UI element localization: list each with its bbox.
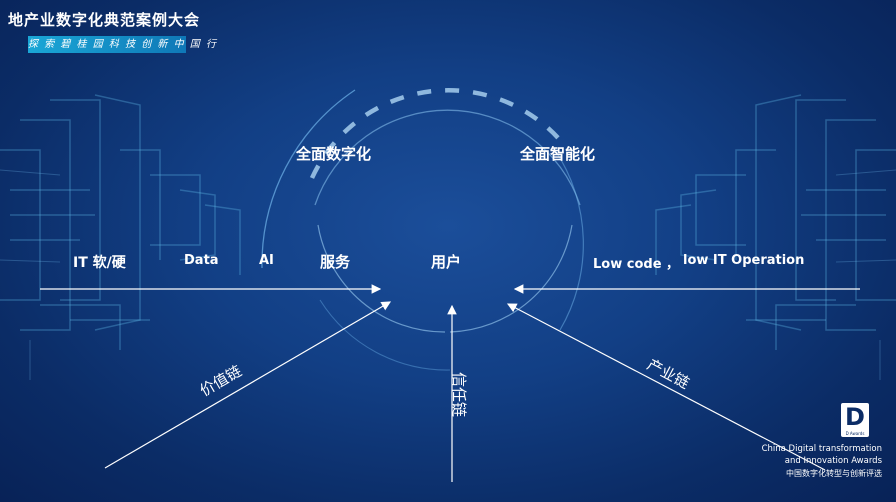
center-label-user: 用户 [431, 253, 462, 271]
awards-logo-caption: D Awards [845, 431, 865, 436]
dashed-top-arc [309, 88, 562, 179]
trust-chain-label: 信任链 [450, 371, 469, 418]
outer-arc-left [261, 89, 356, 269]
outer-arc-bottom [319, 299, 451, 371]
middle-arc [314, 109, 581, 206]
outer-arc-right [554, 149, 584, 331]
left-item-ai: AI [259, 253, 274, 268]
left-item-service: 服务 [320, 253, 351, 271]
awards-logo-letter: D [845, 403, 865, 431]
label-full-digitalization: 全面数字化 [296, 145, 372, 163]
awards-logo: D D Awards [841, 403, 869, 437]
left-item-data: Data [184, 253, 219, 268]
event-subtitle-banner: 探 索 碧 桂 园 科 技 创 新 中 国 行 [28, 36, 216, 53]
awards-name-cn: 中国数字化转型与创新评选 [786, 469, 882, 478]
industry-chain-arrow [506, 303, 826, 471]
awards-name-line1: China Digital transformation [761, 444, 882, 454]
right-item-low-it-operation: low IT Operation [683, 253, 805, 268]
awards-name-line2: and Innovation Awards [784, 456, 882, 466]
right-item-low-code: Low code ， [593, 257, 680, 272]
event-title: 地产业数字化典范案例大会 [8, 11, 201, 29]
inner-arc-right [449, 224, 573, 333]
label-full-intelligentization: 全面智能化 [520, 145, 596, 163]
inner-arc-left [317, 224, 446, 333]
value-chain-arrow [104, 301, 392, 469]
left-item-it-hardware-software: IT 软/硬 [73, 255, 126, 271]
